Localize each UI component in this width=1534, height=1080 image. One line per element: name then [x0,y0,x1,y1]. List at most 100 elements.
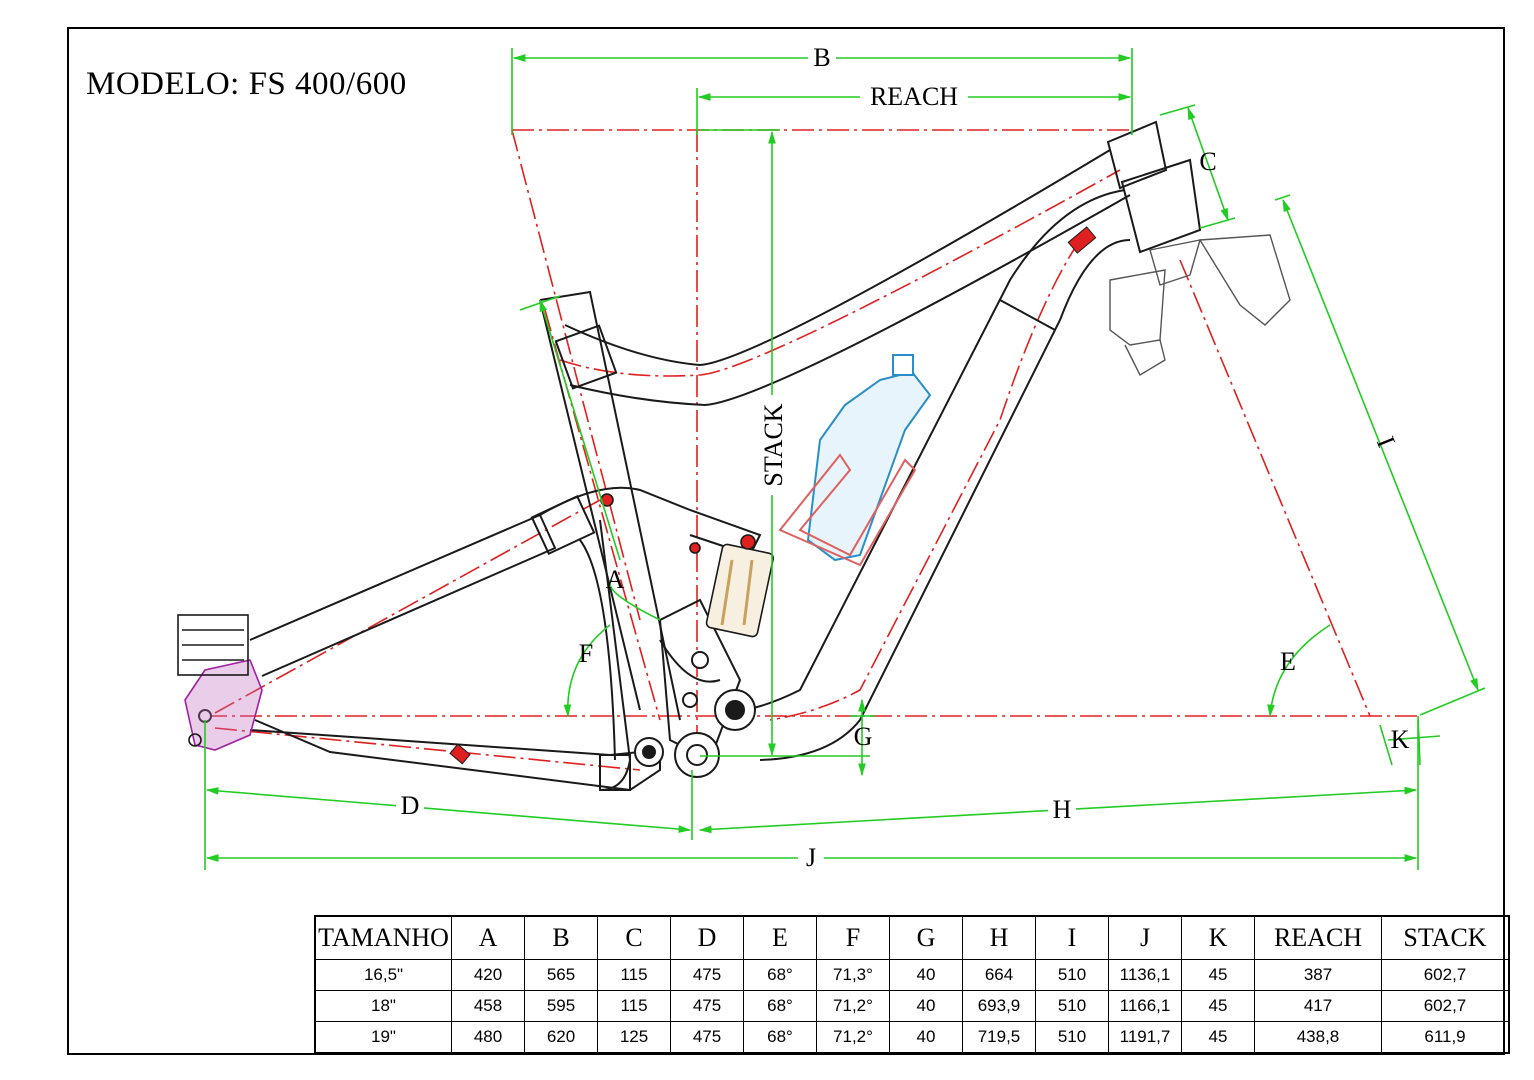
table-cell: 510 [1035,990,1109,1022]
link-pivot-lower [682,692,698,708]
drawing-sheet [67,27,1505,1055]
table-cell: 595 [524,990,598,1022]
cable-port-down-tube [1067,226,1097,254]
model-title: MODELO: FS 400/600 [86,66,407,102]
rear-dropout [177,614,263,751]
table-cell: 115 [597,990,671,1022]
shock-shaft-2 [742,559,754,626]
table-cell: 16,5" [314,959,452,991]
column-header: G [889,915,963,960]
a-ext-top [519,295,561,311]
down-tube-upper-edge [744,189,1126,711]
table-cell: 693,9 [962,990,1036,1022]
seatstay [249,513,557,677]
seat-tube-extension-line [511,129,641,621]
seatstay-curved-member [599,519,632,791]
table-cell: 18" [314,990,452,1022]
label-reach: REACH [870,82,958,111]
table-cell: 19" [314,1021,452,1054]
label-e: E [1280,647,1296,676]
label-j: J [806,843,816,872]
table-cell: 719,5 [962,1021,1036,1054]
dim-e-arc [1267,624,1331,718]
column-header: F [816,915,890,960]
dim-c [1187,106,1229,222]
table-cell: 475 [670,959,744,991]
label-stack: STACK [759,403,788,486]
table-cell: 115 [597,959,671,991]
label-c: C [1199,147,1216,176]
seatstay-bridge [530,494,596,556]
rear-brake-caliper [177,614,249,676]
column-header: B [524,915,598,960]
rear-shock [600,493,775,638]
table-cell: 71,2° [816,1021,890,1054]
label-k: K [1391,725,1410,754]
table-cell: 387 [1254,959,1382,991]
table-cell: 68° [743,959,817,991]
dim-i [1282,198,1479,692]
table-cell: 620 [524,1021,598,1054]
water-bottle [778,354,932,567]
table-cell: 40 [889,1021,963,1054]
label-i: I [1371,432,1401,451]
table-cell: 611,9 [1381,1021,1510,1054]
shock-shaft [720,559,734,626]
table-cell: 438,8 [1254,1021,1382,1054]
table-cell: 510 [1035,1021,1109,1054]
table-cell: 71,3° [816,959,890,991]
fork [1109,234,1291,376]
column-header: H [962,915,1036,960]
label-g: G [854,722,873,751]
down-tube-centerline [769,239,1081,721]
centerlines [205,129,1418,771]
label-f: F [579,639,593,668]
down-tube-lower-edge [759,239,1131,761]
fork-crown [1149,239,1201,286]
chainstay-centerline [214,727,641,771]
main-pivot-bolt [725,700,745,720]
rocker-pivot-marker [689,542,701,554]
fork-leg-left-lower [1124,339,1166,376]
table-cell: 71,2° [816,990,890,1022]
bottle-body [806,370,932,562]
column-header: A [451,915,525,960]
column-header: E [743,915,817,960]
label-d: D [401,791,420,820]
seatstay-curved-member-inner [579,539,616,761]
label-b: B [813,43,830,72]
cable-port-chainstay [449,743,471,765]
link-pivot [691,651,709,669]
table-cell: 40 [889,959,963,991]
top-tube-upper-edge [564,149,1111,367]
table-cell: 510 [1035,959,1109,991]
bottle-cap [892,354,914,376]
table-cell: 480 [451,1021,525,1054]
pivots [198,651,756,778]
column-header: I [1035,915,1109,960]
seat-collar [554,324,618,390]
top-tube-lower-edge [569,194,1131,407]
dim-f-arc [563,624,611,718]
fork-leg-right [1198,234,1291,326]
table-cell: 125 [597,1021,671,1054]
table-cell: 420 [451,959,525,991]
column-header: K [1181,915,1255,960]
table-cell: 1191,7 [1108,1021,1182,1054]
dimension-label-group: B REACH STACK C I E K G A F D H J [396,43,1410,873]
derailleur-hanger-bolt [188,733,202,747]
table-cell: 602,7 [1381,959,1510,991]
dim-k [1387,735,1441,741]
table-cell: 458 [451,990,525,1022]
table-cell: 40 [889,990,963,1022]
column-header: C [597,915,671,960]
label-h: H [1053,795,1072,824]
head-tube-top [1106,120,1168,190]
table-cell: 68° [743,990,817,1022]
fork-leg-left [1109,269,1166,346]
